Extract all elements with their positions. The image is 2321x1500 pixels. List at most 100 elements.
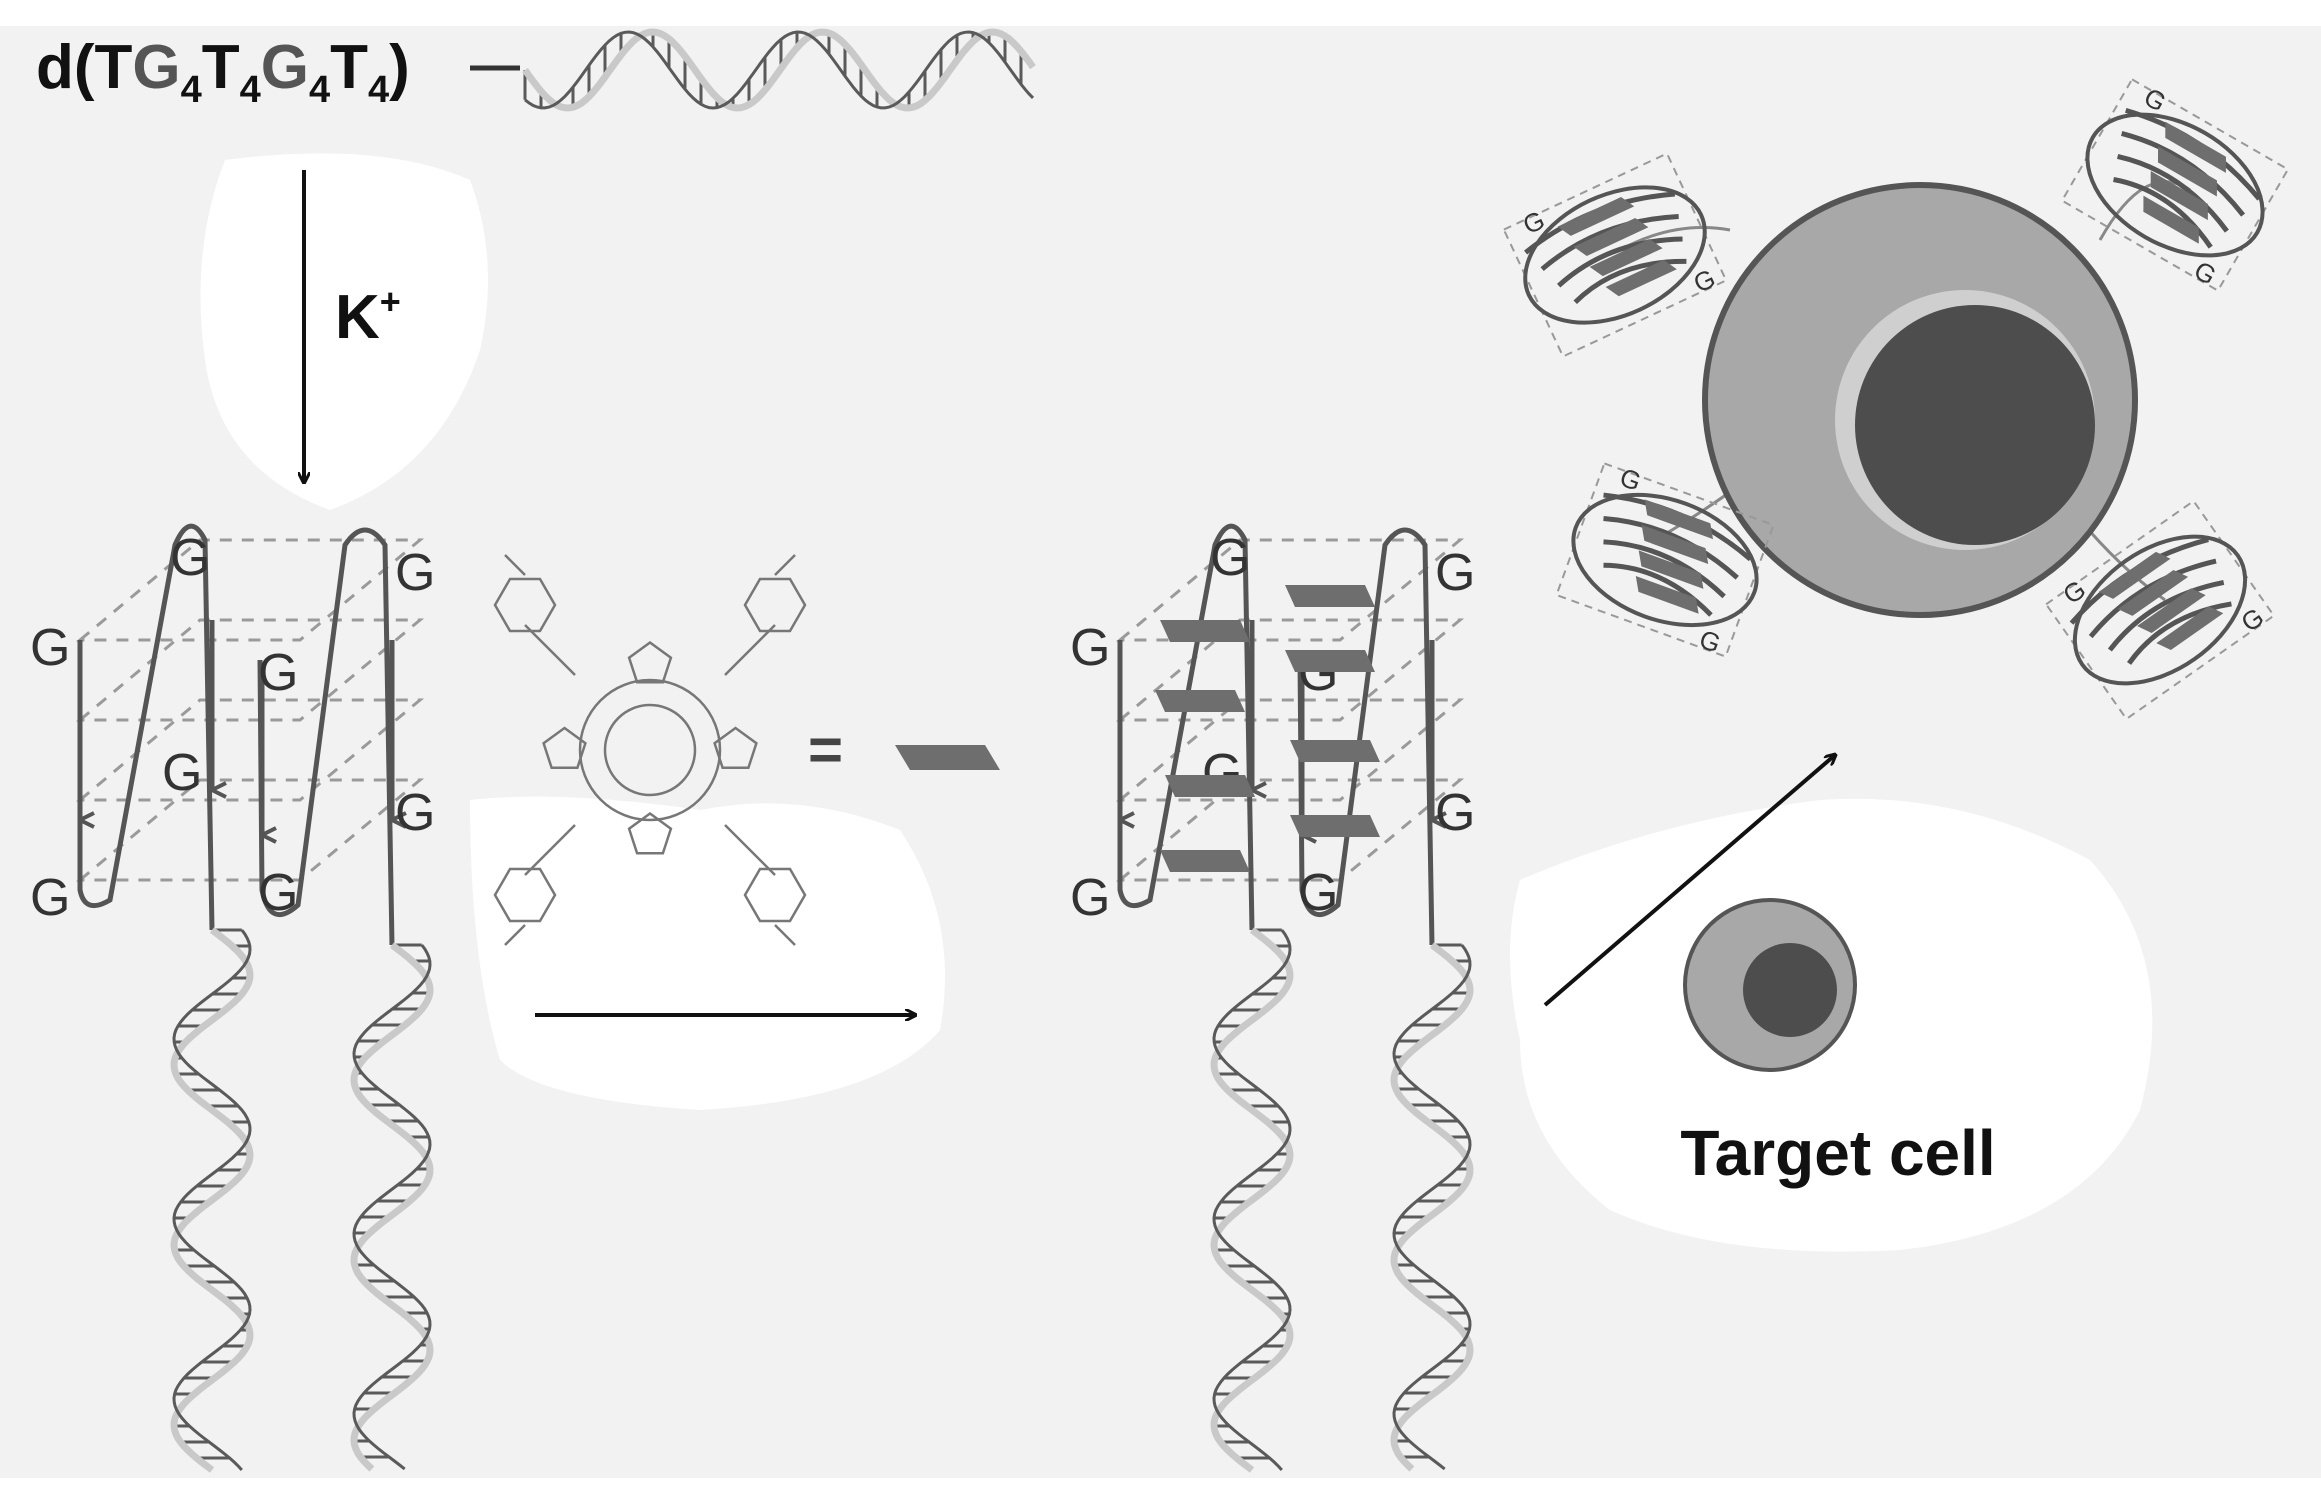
g-base-label: G	[1435, 544, 1475, 602]
sequence-label: d(TG4T4G4T4)	[36, 33, 410, 111]
pyridinium-ring	[493, 577, 557, 633]
mini-strand	[2107, 580, 2225, 652]
g-base-label: G	[1070, 619, 1110, 677]
g-base-label: G	[1435, 784, 1475, 842]
mini-strand	[1603, 515, 1739, 580]
g-base-label: G	[162, 744, 202, 802]
mini-ligand	[1605, 259, 1677, 297]
top-helix	[522, 28, 1036, 112]
helix-backbone	[522, 28, 1036, 112]
g-tetrad-plane	[75, 698, 425, 802]
g-base-label: G	[395, 544, 435, 602]
mini-ligand	[2137, 588, 2206, 633]
g-tetrad-plane	[75, 778, 425, 882]
helix-vertical	[170, 927, 254, 1473]
strand-left-loop	[1117, 523, 1255, 931]
mini-ligand	[1635, 575, 1699, 614]
mini-ligand	[2165, 121, 2226, 173]
methyl-bond	[774, 554, 796, 576]
mini-strand	[2088, 558, 2217, 639]
strand-right-loop	[1297, 527, 1435, 946]
mini-ligand	[1573, 217, 1649, 257]
small-cell-nucleus	[1743, 943, 1837, 1037]
mini-ligand	[2117, 570, 2189, 616]
mini-ligand	[2156, 606, 2224, 650]
g-base-label: G	[1298, 864, 1338, 922]
mini-ligand	[2157, 146, 2217, 197]
mini-strand	[1540, 213, 1679, 272]
pyrrole-ring	[713, 726, 758, 770]
mini-plane	[1555, 462, 1775, 658]
bottom-white-margin	[0, 1478, 2321, 1500]
mini-ligand	[1557, 197, 1635, 236]
mini-loop	[1571, 492, 1759, 628]
white-patch-middle-arrow	[470, 796, 945, 1110]
g-base-label: G	[30, 869, 70, 927]
mini-strand	[2113, 177, 2213, 249]
mini-ligand	[2098, 551, 2171, 599]
g-tetrad-plane	[1115, 698, 1465, 802]
helix-vertical	[1210, 927, 1294, 1473]
g-base-label: G	[258, 644, 298, 702]
ligand-plate	[1285, 585, 1375, 607]
mini-strand	[2121, 130, 2246, 217]
mini-ligand	[2143, 195, 2199, 244]
methyl-bond	[504, 554, 526, 576]
mini-ligand	[1589, 238, 1663, 277]
g-base-label: G	[170, 529, 210, 587]
large-cell-nucleus	[1855, 305, 2095, 545]
mini-strand	[2127, 601, 2232, 665]
g-base-label: G	[258, 864, 298, 922]
porphyrin-structure	[493, 554, 807, 946]
mini-loop	[2072, 534, 2248, 686]
helix-backbone	[1212, 929, 1292, 1472]
mini-strand	[1573, 258, 1687, 305]
strand-left-loop	[77, 523, 215, 931]
white-patch-k-arrow	[200, 153, 488, 511]
helix-backbone	[350, 942, 434, 1472]
helix-backbone	[524, 30, 1035, 110]
pyrrole-ring	[627, 640, 673, 684]
mini-plane	[1502, 152, 1728, 358]
mini-plane	[2044, 499, 2276, 721]
helix-backbone	[1210, 927, 1294, 1473]
mini-loop	[2085, 112, 2265, 258]
meso-bond	[524, 824, 576, 876]
pyrrole-ring	[627, 811, 673, 855]
strand-right-loop	[257, 527, 395, 946]
target-cell-label: Target cell	[1680, 1117, 1995, 1189]
methyl-bond	[774, 924, 796, 946]
pyridinium-ring	[493, 867, 557, 923]
g-tetrad-plane	[1115, 538, 1465, 642]
helix-backbone	[1392, 944, 1472, 1471]
g-tetrad-plane	[1115, 618, 1465, 722]
helix-vertical	[1390, 942, 1474, 1472]
ligand-plate	[1285, 650, 1375, 672]
cell-bound-quadruplex: GG	[1555, 462, 1775, 659]
meso-bond	[724, 624, 776, 676]
ligand-plate	[1165, 775, 1255, 797]
pyrrole-ring	[542, 726, 587, 770]
g-tetrad-plane	[1115, 778, 1465, 882]
g-base-label: G	[30, 619, 70, 677]
top-white-margin	[0, 0, 2321, 26]
porphyrin-core	[578, 678, 722, 822]
pyridinium-ring	[743, 867, 807, 923]
mini-ligand	[2150, 171, 2208, 221]
g-base-label: G	[1070, 869, 1110, 927]
mini-strand	[1603, 562, 1713, 617]
pyridinium-ring	[743, 577, 807, 633]
g-base-label: G	[395, 784, 435, 842]
helix-backbone	[1390, 942, 1474, 1472]
targeting-arrow	[1543, 755, 1835, 1007]
mini-strand	[1557, 236, 1683, 288]
helix-backbone	[352, 944, 432, 1471]
mini-plane	[2060, 78, 2290, 292]
g-tetrad-plane	[75, 618, 425, 722]
mini-strand	[2117, 154, 2229, 233]
ligand-plate	[1290, 815, 1380, 837]
helix-backbone	[170, 927, 254, 1473]
ligand-plate	[1155, 690, 1245, 712]
